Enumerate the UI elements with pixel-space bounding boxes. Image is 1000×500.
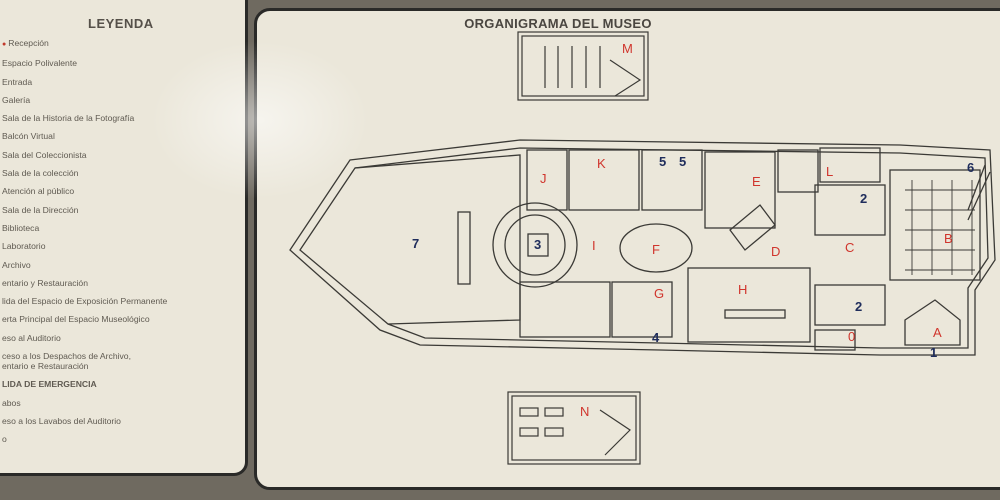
legend-item: Galería	[2, 94, 31, 105]
zone-label-l: L	[826, 164, 833, 179]
zone-number-2-upper: 2	[860, 191, 867, 206]
legend-item: Sala de la colección	[2, 168, 79, 179]
legend-item: Entrada	[2, 76, 33, 87]
legend-item: Laboratorio	[2, 241, 46, 252]
zone-label-i: I	[592, 238, 596, 253]
zone-label-d: D	[771, 244, 780, 259]
legend-item: erta Principal del Espacio Museológico	[2, 314, 150, 325]
legend-item: o	[2, 434, 7, 445]
zone-number-3: 3	[534, 237, 541, 252]
zone-label-j: J	[540, 171, 547, 186]
building-inner-outline	[299, 147, 989, 349]
zone-label-a: A	[933, 325, 942, 340]
zone-label-h: H	[738, 282, 747, 297]
zone-number-2-lower: 2	[855, 299, 862, 314]
map-title: ORGANIGRAMA DEL MUSEO	[464, 16, 652, 31]
zone-label-e: E	[752, 174, 761, 189]
legend-item: eso a los Lavabos del Auditorio	[2, 415, 121, 426]
legend-title: LEYENDA	[88, 16, 154, 31]
legend-item: LIDA DE EMERGENCIA	[2, 379, 97, 390]
zone-label-g: G	[654, 286, 664, 301]
zone-number-7: 7	[412, 236, 419, 251]
zone-number-0: 0	[848, 329, 855, 344]
zone-number-5-left: 5	[659, 154, 666, 169]
zone-label-n: N	[580, 404, 589, 419]
zone-label-m: M	[622, 41, 633, 56]
zone-number-4: 4	[652, 330, 660, 345]
building-outline	[289, 139, 996, 356]
legend-item: Sala de la Historia de la Fotografía	[2, 113, 135, 124]
legend-item: eso al Auditorio	[2, 332, 61, 343]
legend-item: Espacio Polivalente	[2, 58, 78, 69]
legend-item: Biblioteca	[2, 222, 40, 233]
legend-item: Sala de la Dirección	[2, 204, 79, 215]
legend-item: lida del Espacio de Exposición Permanent…	[2, 296, 168, 307]
legend-item: Atención al público	[2, 186, 75, 197]
zone-label-f: F	[652, 242, 660, 257]
legend-item: Archivo	[2, 259, 31, 270]
zone-label-b: B	[944, 231, 953, 246]
legend-item: ceso a los Despachos de Archivo, entario…	[2, 351, 131, 372]
zone-label-k: K	[597, 156, 606, 171]
zone-number-5-right: 5	[679, 154, 686, 169]
legend-item: Recepción	[0, 38, 248, 50]
zone-number-1: 1	[930, 345, 937, 360]
zone-label-c: C	[845, 240, 854, 255]
legend-item: abos	[2, 397, 21, 408]
legend-item: Balcón Virtual	[2, 131, 55, 142]
legend-item: entario y Restauración	[2, 277, 88, 288]
zone-number-6: 6	[967, 160, 974, 175]
legend-item: Sala del Coleccionista	[2, 149, 87, 160]
